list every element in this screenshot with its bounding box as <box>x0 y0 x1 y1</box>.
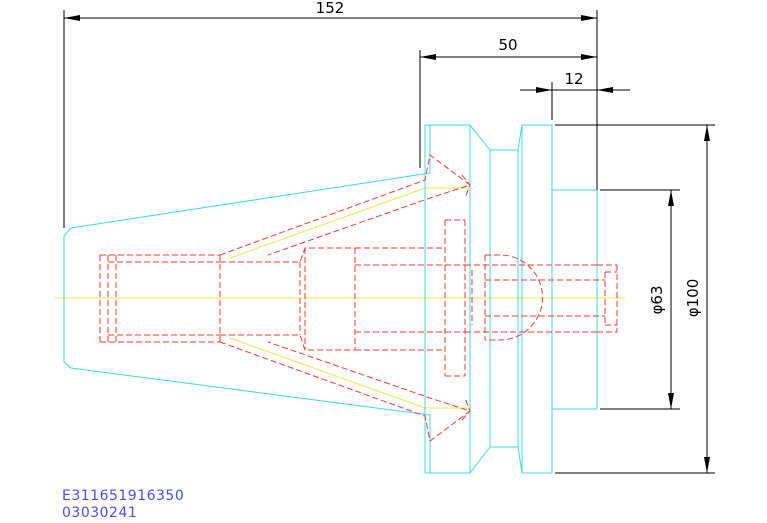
dimension-152-label: 152 <box>316 0 345 17</box>
tool-holder-outline <box>63 124 598 474</box>
dimension-phi100-label: φ100 <box>684 279 702 318</box>
order-number: 03030241 <box>62 505 138 521</box>
dimension-12-label: 12 <box>564 70 583 88</box>
hidden-lines <box>99 154 618 442</box>
drawing-codes: E311651916350 03030241 <box>62 488 184 522</box>
part-number: E311651916350 <box>62 488 185 504</box>
dimension-50-label: 50 <box>498 36 517 54</box>
dimension-phi63-label: φ63 <box>648 286 666 315</box>
dimension-arrows <box>64 15 710 473</box>
centerline <box>55 187 625 409</box>
